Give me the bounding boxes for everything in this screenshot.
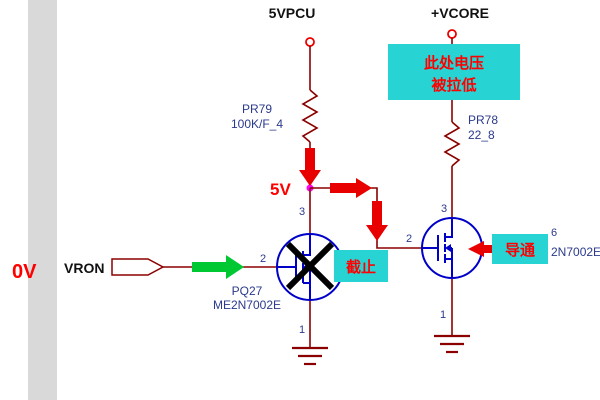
page-edge-strip — [28, 0, 57, 400]
red-arrow-down-to-node — [299, 148, 321, 186]
offpage-connector-vron — [111, 258, 165, 276]
callout-text-cutoff: 截止 — [346, 258, 376, 276]
value-q2: 2N7002E — [551, 245, 600, 259]
callout-text-pulled-low-1: 此处电压 — [424, 54, 484, 72]
pin-q1-gate: 2 — [260, 253, 266, 265]
refdes-pr79: PR79 — [242, 102, 272, 116]
callout-box-conducting — [492, 234, 548, 264]
pin-q2-drain: 3 — [441, 203, 447, 215]
green-arrow-vron — [192, 255, 244, 279]
resistor-pr78 — [443, 121, 461, 167]
ground-symbol-q2 — [434, 334, 470, 354]
net-label-0v: 0V — [12, 261, 37, 283]
refdes-pq27: PQ27 — [232, 284, 263, 298]
red-arrow-right-branch — [330, 178, 372, 198]
callout-box-voltage-pulled-low — [388, 44, 520, 100]
value-pr79: 100K/F_4 — [231, 117, 283, 131]
resistor-pr79 — [301, 89, 319, 143]
net-label-5vpcu: 5VPCU — [269, 5, 316, 21]
red-arrow-down-branch — [366, 201, 388, 241]
callout-box-cutoff — [334, 250, 388, 282]
net-label-vron: VRON — [64, 260, 104, 276]
pin-number-q2-6: 6 — [551, 227, 557, 239]
net-label-vcore: +VCORE — [431, 5, 489, 21]
ground-symbol-q1 — [292, 346, 328, 366]
pin-q1-drain: 3 — [299, 206, 305, 218]
pin-q1-source: 1 — [299, 324, 305, 336]
callout-text-pulled-low-2: 被拉低 — [431, 76, 476, 94]
pin-q2-source: 1 — [440, 309, 446, 321]
refdes-pr78: PR78 — [468, 113, 498, 127]
cutoff-x-mark — [285, 241, 335, 291]
value-pq27: ME2N7002E — [213, 298, 281, 312]
pin-q2-gate: 2 — [406, 233, 412, 245]
node-label-5v: 5V — [270, 180, 291, 199]
terminal-5vpcu — [305, 37, 315, 47]
callout-text-conducting: 导通 — [505, 242, 535, 259]
terminal-vcore — [447, 29, 457, 39]
value-pr78: 22_8 — [468, 128, 495, 142]
